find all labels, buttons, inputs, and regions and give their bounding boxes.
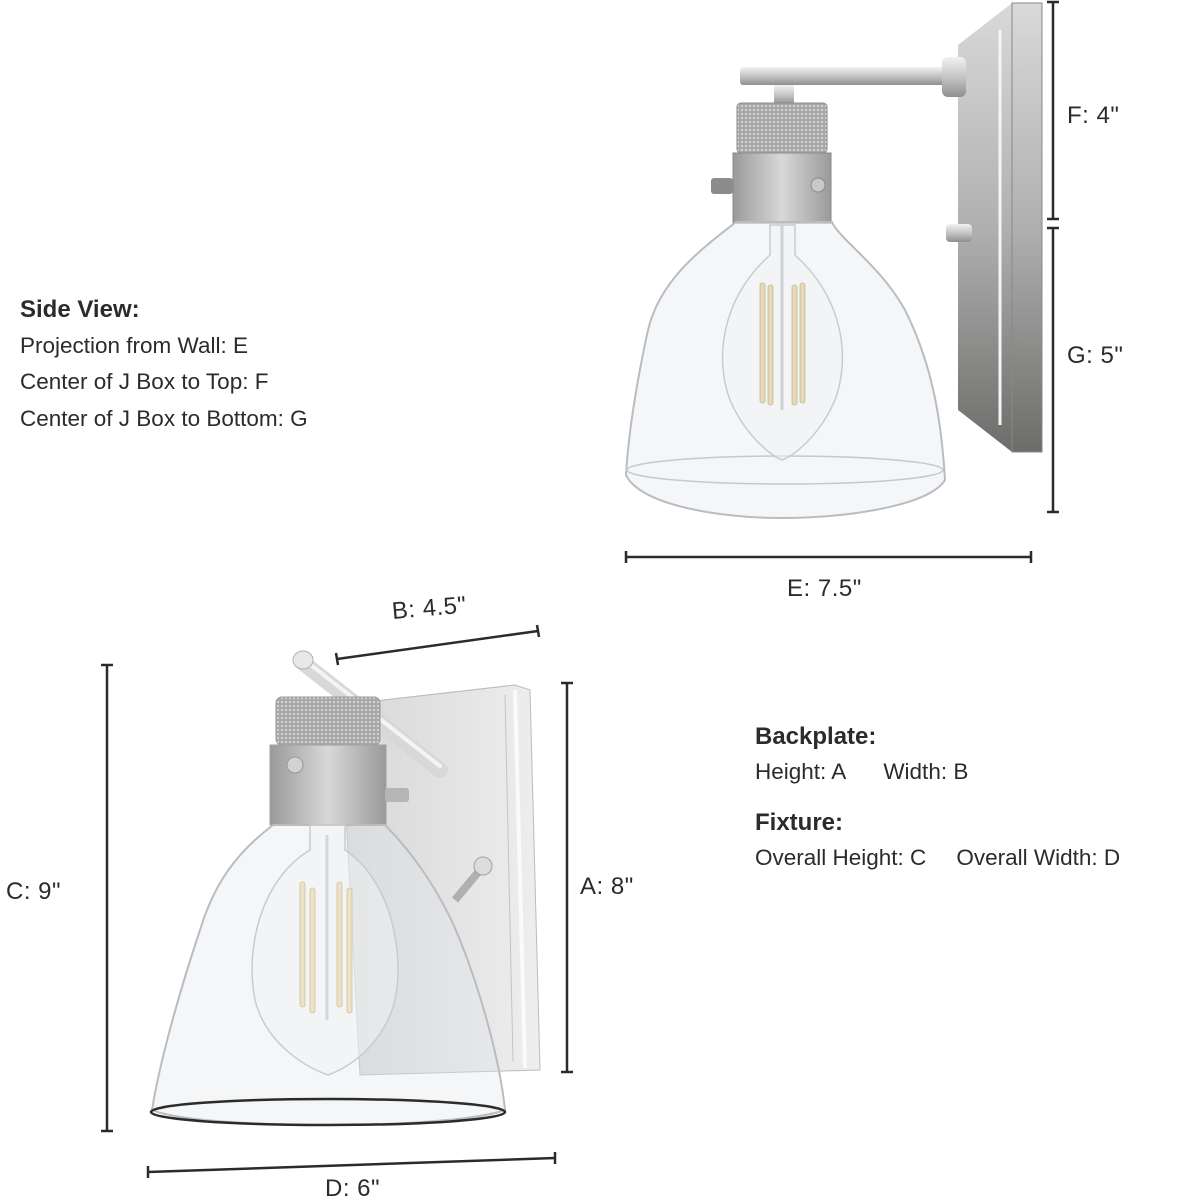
dimension-line-c xyxy=(101,663,113,1133)
front-knurled-cap xyxy=(275,696,381,746)
dimension-line-e xyxy=(624,551,1033,563)
front-filaments xyxy=(299,835,353,1020)
front-bulb xyxy=(251,824,399,1076)
side-filaments xyxy=(759,225,806,410)
backplate-height: Height: A xyxy=(755,759,847,784)
dimension-line-b xyxy=(334,624,541,666)
dimension-line-f xyxy=(1047,0,1059,221)
dimension-label-e: E: 7.5" xyxy=(787,575,862,602)
side-view-line-bottom: Center of J Box to Bottom: G xyxy=(20,406,308,431)
dimension-label-f: F: 4" xyxy=(1067,102,1120,129)
side-view-legend: Side View: Projection from Wall: E Cente… xyxy=(20,296,308,442)
dimension-lines xyxy=(101,0,1059,1178)
backplate-width: Width: B xyxy=(883,759,969,784)
dimension-label-c: C: 9" xyxy=(6,878,62,905)
front-view-legend: Backplate: Height: A Width: B Fixture: Ov… xyxy=(755,723,1120,871)
dimension-label-g: G: 5" xyxy=(1067,342,1124,369)
dimension-line-a xyxy=(561,681,573,1074)
front-view-fixture xyxy=(149,650,541,1127)
side-arm xyxy=(740,67,950,85)
side-knurled-cap xyxy=(736,102,828,154)
fixture-dimensions: Overall Height: C Overall Width: D xyxy=(755,845,1120,871)
fixture-width: Overall Width: D xyxy=(956,845,1121,870)
backplate-dimensions: Height: A Width: B xyxy=(755,759,1120,809)
side-view-line-top: Center of J Box to Top: F xyxy=(20,369,269,394)
dimension-line-g xyxy=(1047,226,1059,514)
side-view-fixture xyxy=(624,2,1043,520)
side-view-heading: Side View: xyxy=(20,296,140,323)
dimension-line-d xyxy=(146,1152,557,1178)
dimension-label-d: D: 6" xyxy=(325,1175,381,1202)
dimension-label-a: A: 8" xyxy=(580,873,634,900)
side-mount-screw xyxy=(946,224,972,242)
fixture-heading: Fixture: xyxy=(755,809,844,836)
front-socket xyxy=(269,744,387,826)
fixture-height: Overall Height: C xyxy=(755,845,927,870)
backplate-heading: Backplate: xyxy=(755,723,877,750)
side-view-line-projection: Projection from Wall: E xyxy=(20,333,248,358)
